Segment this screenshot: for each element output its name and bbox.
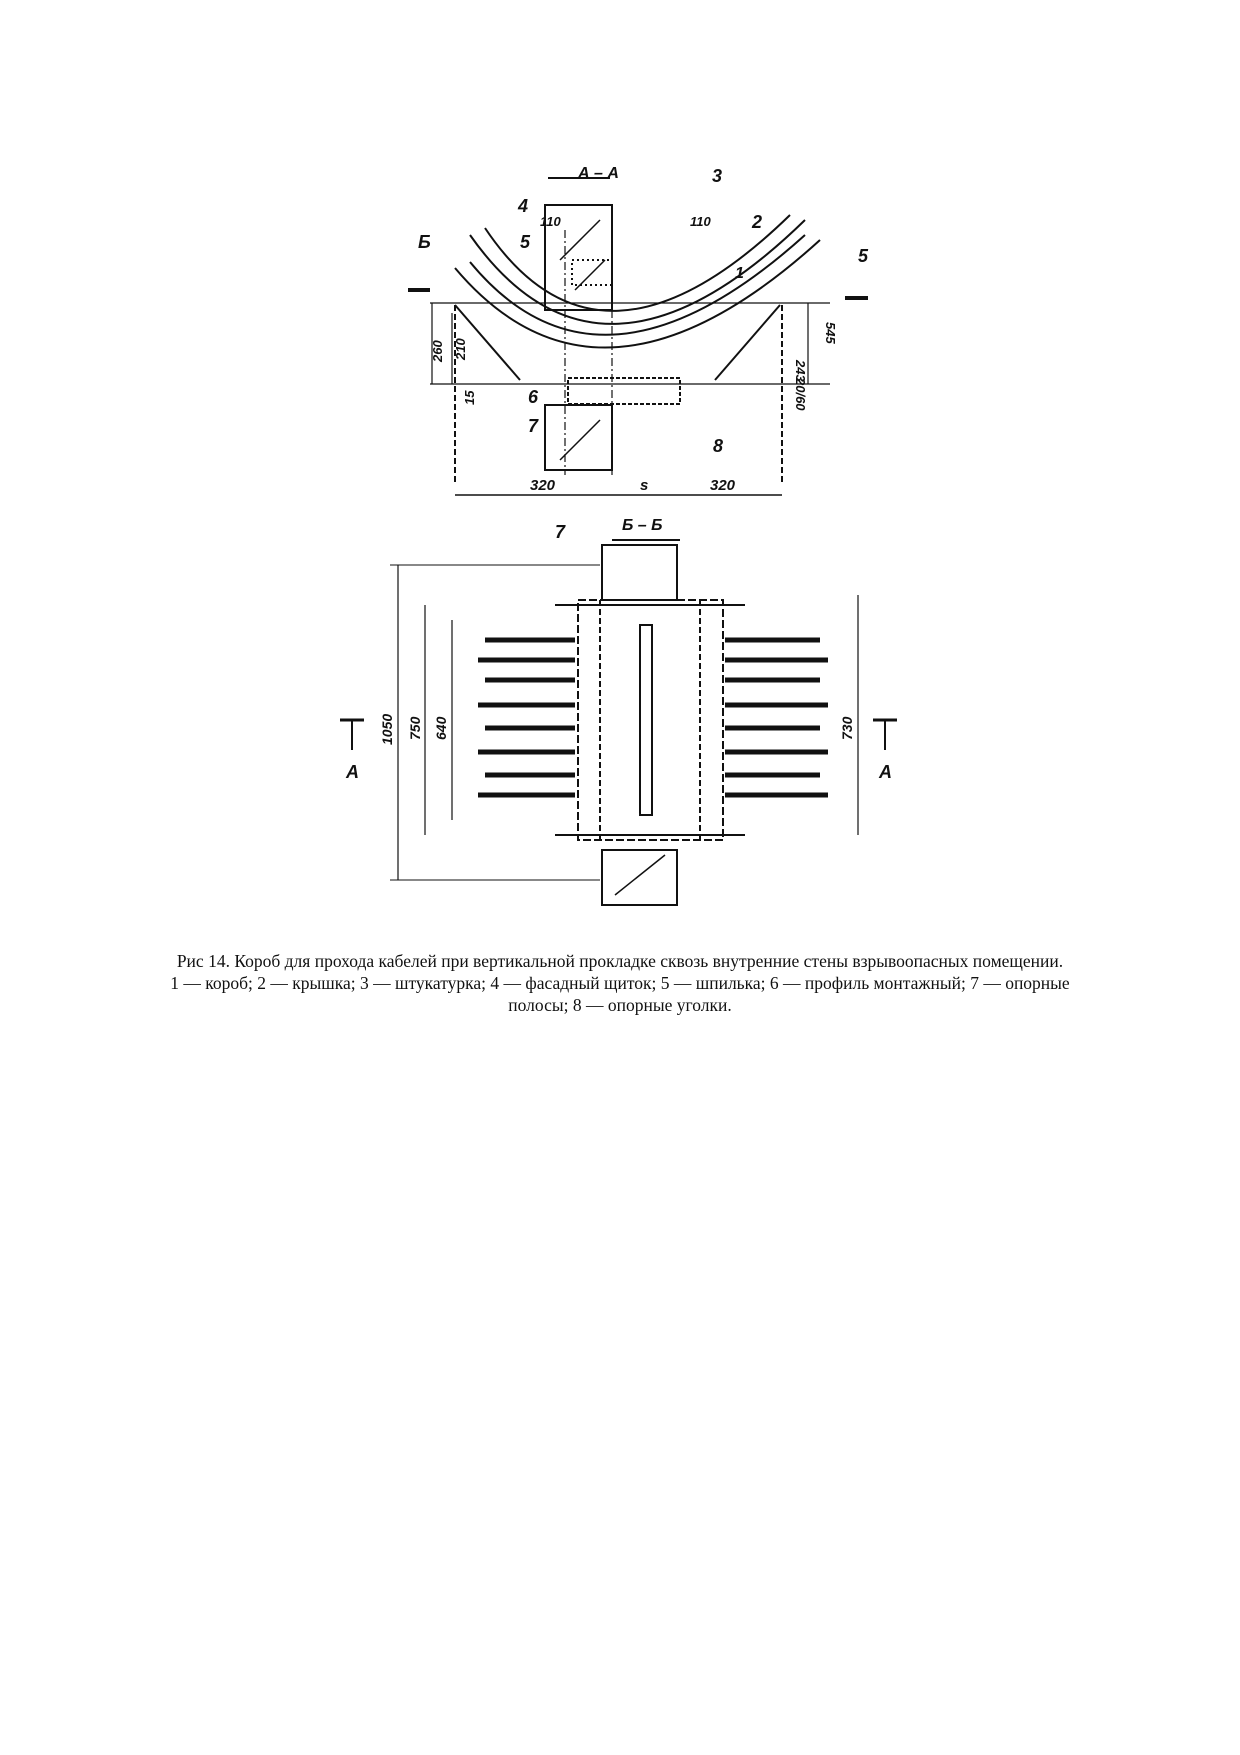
dim-320-right: 320 xyxy=(710,477,736,494)
dim-s: s xyxy=(640,477,648,494)
section-aa-drawing xyxy=(408,177,868,496)
callout-6: 6 xyxy=(528,387,539,407)
figure-caption: Рис 14. Короб для прохода кабелей при ве… xyxy=(150,950,1090,1016)
callout-3: 3 xyxy=(712,166,722,186)
callout-8: 8 xyxy=(713,436,723,456)
dim-750: 750 xyxy=(407,716,423,740)
dim-260: 260 xyxy=(430,340,445,363)
dim-640: 640 xyxy=(433,716,449,740)
dim-1050: 1050 xyxy=(379,714,395,745)
caption-title: Рис 14. Короб для прохода кабелей при ве… xyxy=(176,951,1064,971)
dim-320-left: 320 xyxy=(530,477,556,494)
dim-110-right: 110 xyxy=(690,214,711,229)
dim-110-left: 110 xyxy=(540,214,561,229)
section-bb-labels: Б – Б 7 А А 1050 750 640 730 xyxy=(345,517,892,782)
callout-7: 7 xyxy=(528,416,539,436)
dim-730: 730 xyxy=(839,716,855,740)
callout-7-bb: 7 xyxy=(555,522,566,542)
section-aa-labels: А – А 1 2 3 4 5 5 6 7 8 Б 110 110 260 21… xyxy=(418,165,869,494)
cable-ribs-right xyxy=(725,637,828,798)
section-aa-title: А – А xyxy=(577,165,619,182)
cable-ribs-left xyxy=(478,637,575,798)
callout-5-right: 5 xyxy=(858,246,869,266)
callout-4: 4 xyxy=(517,196,528,216)
caption-legend: 1 — короб; 2 — крышка; 3 — штукатурка; 4… xyxy=(170,973,1070,1015)
dim-243: 243 xyxy=(793,359,808,382)
callout-1: 1 xyxy=(735,265,744,282)
section-mark-a-left: А xyxy=(345,762,359,782)
section-bb-title: Б – Б xyxy=(622,517,662,534)
dim-15: 15 xyxy=(462,390,477,405)
section-mark-b: Б xyxy=(418,232,431,252)
dim-20-60: 20/60 xyxy=(793,377,808,411)
callout-2: 2 xyxy=(751,212,762,232)
callout-5-left: 5 xyxy=(520,232,531,252)
dim-210: 210 xyxy=(453,338,468,361)
dim-545: 545 xyxy=(823,322,838,344)
section-mark-a-right: А xyxy=(878,762,892,782)
section-bb-drawing xyxy=(340,539,897,906)
technical-drawing: А – А 1 2 3 4 5 5 6 7 8 Б 110 110 260 21… xyxy=(340,165,897,906)
